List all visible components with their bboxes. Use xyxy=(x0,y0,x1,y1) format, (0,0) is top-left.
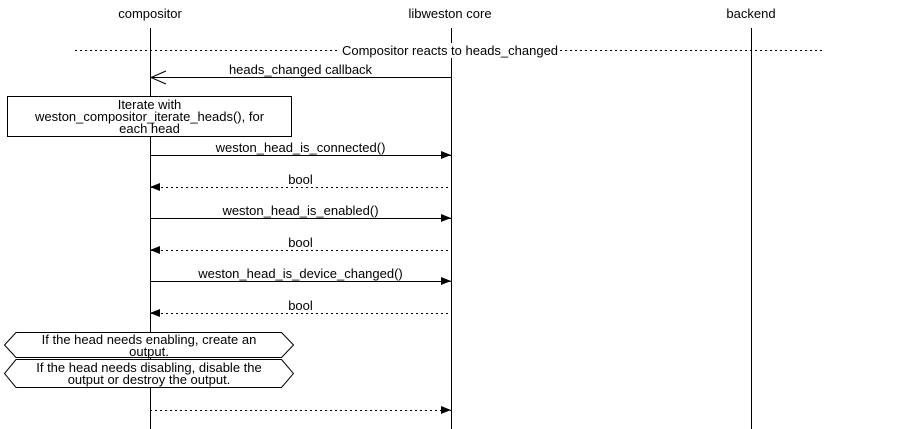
final-message-line xyxy=(150,410,451,411)
participant-label-compositor: compositor xyxy=(118,6,182,21)
arrowhead-left-icon xyxy=(150,246,160,254)
message-label-bool: bool xyxy=(288,172,313,187)
arrowhead-left-icon xyxy=(150,309,160,317)
condition-line: If the head needs enabling, create an xyxy=(41,332,257,347)
return-line xyxy=(151,187,451,188)
condition-line: output. xyxy=(129,344,169,359)
arrowhead-right-icon xyxy=(441,277,451,285)
arrowhead-right-icon xyxy=(441,151,451,159)
condition-text-disabling: If the head needs disabling, disable the… xyxy=(4,360,294,387)
lifeline-backend xyxy=(751,28,752,429)
note-line: each head xyxy=(119,121,180,136)
return-line xyxy=(151,250,451,251)
condition-text-enabling: If the head needs enabling, create an ou… xyxy=(4,332,294,359)
lifeline-libweston-core xyxy=(451,28,452,429)
participant-label-backend: backend xyxy=(726,6,776,21)
message-line-callback xyxy=(150,77,451,78)
arrowhead-right-icon xyxy=(441,406,451,414)
arrowhead-open-left-icon xyxy=(150,70,167,85)
message-label-head-is-enabled: weston_head_is_enabled() xyxy=(222,203,379,218)
message-line xyxy=(150,155,451,156)
return-line xyxy=(151,313,451,314)
message-label-bool: bool xyxy=(288,298,313,313)
message-label-head-is-connected: weston_head_is_connected() xyxy=(215,140,386,155)
divider-label: Compositor reacts to heads_changed xyxy=(339,43,561,58)
participant-label-libweston-core: libweston core xyxy=(408,6,492,21)
message-label-bool: bool xyxy=(288,235,313,250)
message-line xyxy=(150,281,451,282)
condition-line: output or destroy the output. xyxy=(67,372,231,387)
condition-shape-enabling xyxy=(4,332,294,358)
message-label-head-is-device-changed: weston_head_is_device_changed() xyxy=(198,266,403,281)
arrowhead-right-icon xyxy=(441,214,451,222)
note-line: weston_compositor_iterate_heads(), for xyxy=(34,109,265,124)
arrowhead-left-icon xyxy=(150,183,160,191)
lifeline-compositor xyxy=(150,28,151,429)
note-line: Iterate with xyxy=(117,97,182,112)
condition-shape-disabling xyxy=(4,359,294,388)
message-label-heads-changed-callback: heads_changed callback xyxy=(228,62,373,77)
condition-line: If the head needs disabling, disable the xyxy=(36,360,262,375)
message-line xyxy=(150,218,451,219)
note-iterate-heads: Iterate with weston_compositor_iterate_h… xyxy=(7,96,292,137)
